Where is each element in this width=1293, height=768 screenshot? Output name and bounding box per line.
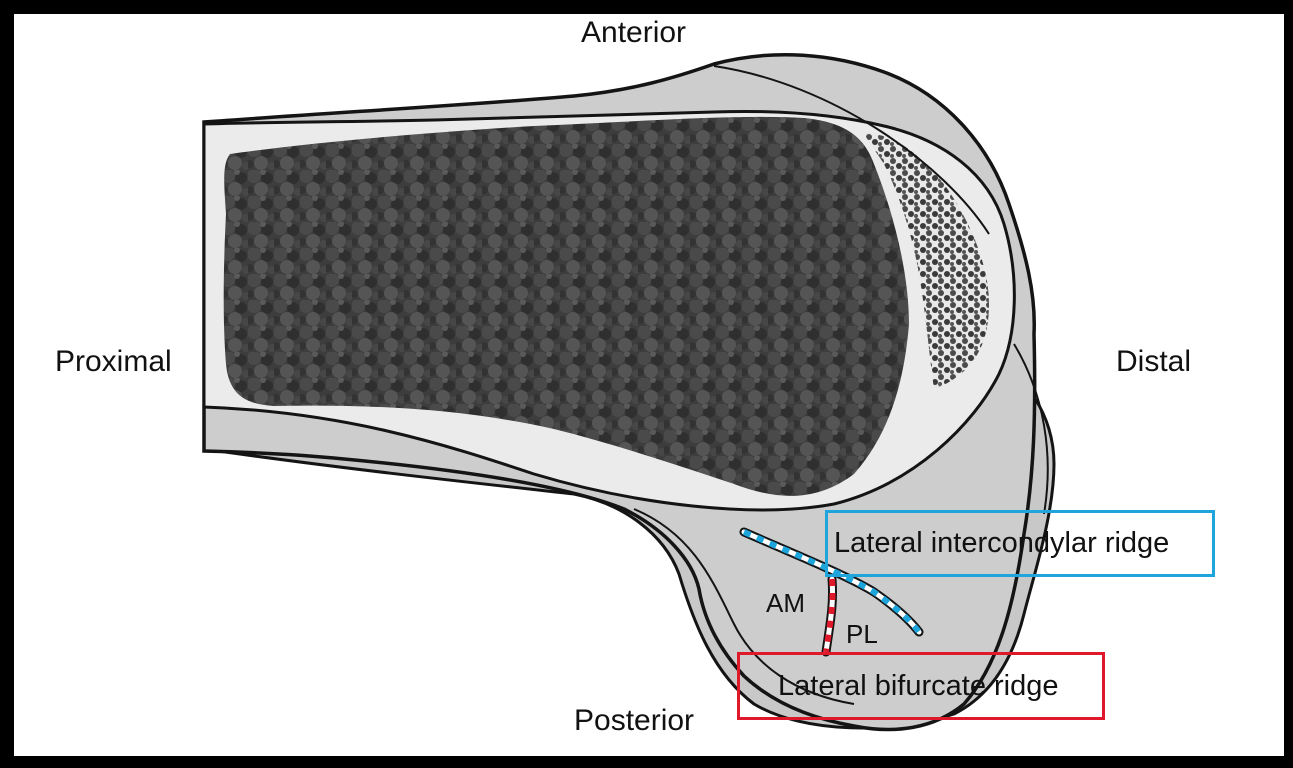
- shaft-fade: [164, 104, 364, 464]
- diagram-canvas: Anterior Posterior Proximal Distal AM PL…: [14, 14, 1284, 756]
- bifurcate-ridge: [823, 578, 836, 653]
- proximal-label: Proximal: [55, 345, 172, 378]
- distal-contour: [1013, 343, 1049, 515]
- anterior-contour: [713, 65, 990, 235]
- intercondylar-ridge-callout: Lateral intercondylar ridge: [825, 510, 1215, 577]
- posterior-label: Posterior: [574, 704, 695, 737]
- intercondylar-ridge-text: Lateral intercondylar ridge: [834, 527, 1170, 559]
- trabecular-strip: [864, 133, 989, 389]
- cancellous-bone: [223, 116, 909, 496]
- am-bundle-label: AM: [766, 588, 805, 618]
- intercondylar-ridge: [742, 529, 922, 634]
- bifurcate-ridge-text: Lateral bifurcate ridge: [778, 669, 1059, 702]
- pl-bundle-label: PL: [846, 619, 878, 649]
- anterior-label: Anterior: [581, 16, 687, 49]
- distal-label: Distal: [1116, 345, 1192, 378]
- notch-contour: [633, 508, 855, 705]
- femur-illustration: [164, 53, 1056, 732]
- bifurcate-ridge-callout: Lateral bifurcate ridge: [737, 652, 1105, 720]
